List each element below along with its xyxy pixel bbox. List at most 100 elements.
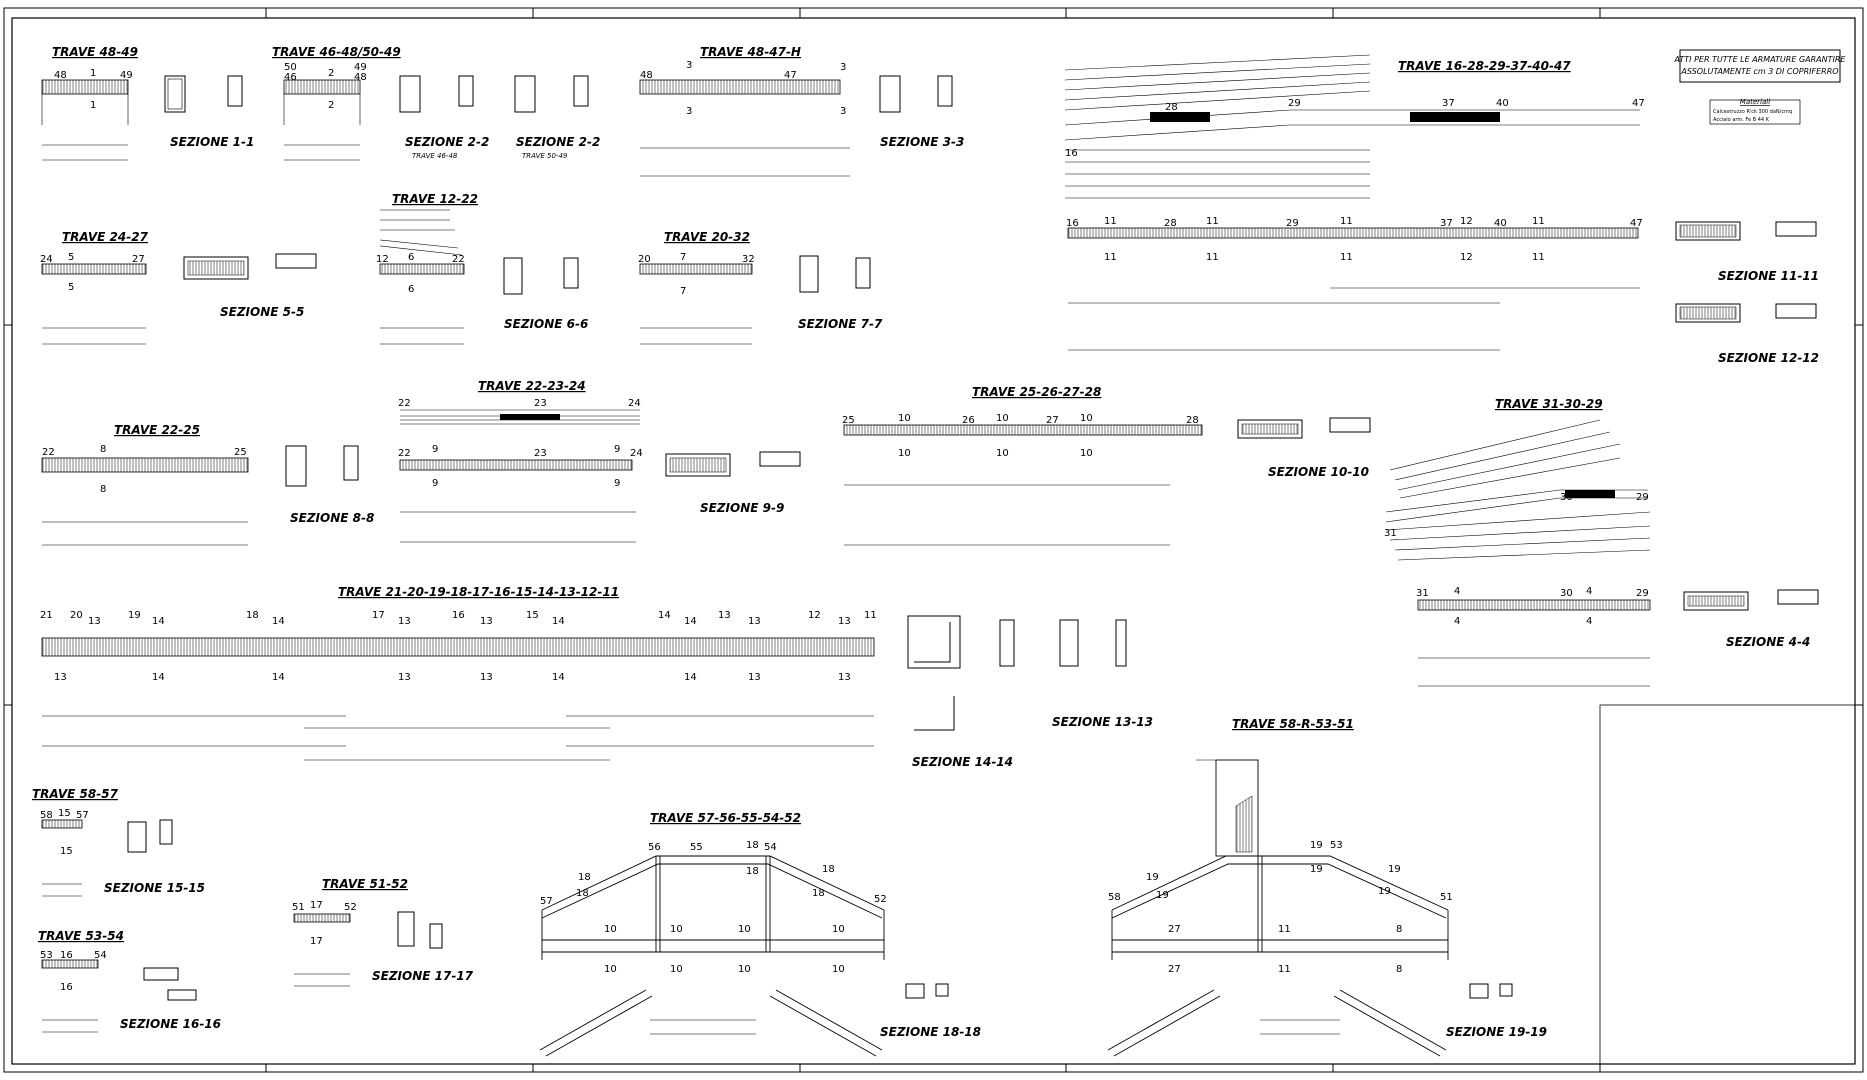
cut-label: 14 bbox=[684, 616, 697, 627]
node-label: 47 bbox=[1630, 218, 1643, 229]
node-label: 47 bbox=[1632, 98, 1645, 109]
node-label: 16 bbox=[1065, 148, 1078, 159]
node-label: 58 bbox=[40, 810, 53, 821]
cut-label: 19 bbox=[1388, 864, 1401, 875]
node-label: 29 bbox=[1288, 98, 1301, 109]
beam-title: TRAVE 12-22 bbox=[392, 192, 478, 206]
materials-title: Materiali bbox=[1740, 98, 1770, 106]
cut-label: 10 bbox=[898, 448, 911, 459]
beam-title: TRAVE 48-49 bbox=[52, 45, 138, 59]
cut-label: 13 bbox=[748, 672, 761, 683]
node-label: 11 bbox=[864, 610, 877, 621]
node-label: 25 bbox=[842, 415, 855, 426]
cut-label: 14 bbox=[152, 672, 165, 683]
cut-label: 11 bbox=[1206, 216, 1219, 227]
beam-20-32: TRAVE 20-32 20 32 7 7 SEZIONE 7-7 bbox=[638, 230, 883, 345]
cut-label: 10 bbox=[832, 924, 845, 935]
node-label: 54 bbox=[94, 950, 107, 961]
node-label: 22 bbox=[398, 448, 411, 459]
beam-title: TRAVE 51-52 bbox=[322, 877, 408, 891]
node-label: 54 bbox=[764, 842, 777, 853]
node-label: 15 bbox=[526, 610, 539, 621]
node-label: 47 bbox=[784, 70, 797, 81]
node-label: 30 bbox=[1560, 588, 1573, 599]
cut-label: 13 bbox=[88, 616, 101, 627]
node-label: 14 bbox=[658, 610, 671, 621]
cut-label: 10 bbox=[738, 924, 751, 935]
beam-title: TRAVE 24-27 bbox=[62, 230, 149, 244]
cut-label: 4 bbox=[1454, 616, 1460, 627]
cut-label: 8 bbox=[1396, 924, 1402, 935]
node-label: 49 bbox=[120, 70, 133, 81]
cut-label: 19 bbox=[1310, 864, 1323, 875]
beam-24-27: TRAVE 24-27 24 27 5 5 SEZIONE 5-5 bbox=[40, 230, 317, 345]
node-label: 40 bbox=[1496, 98, 1509, 109]
beam-16-28-29-37-40-47: TRAVE 16-28-29-37-40-47 28 29 37 40 47 1… bbox=[1064, 54, 1819, 365]
node-label: 32 bbox=[742, 254, 755, 265]
node-label: 52 bbox=[344, 902, 357, 913]
beam-58-57: TRAVE 58-57 58 15 57 15 SEZIONE 15-15 bbox=[32, 787, 205, 897]
node-label: 37 bbox=[1442, 98, 1455, 109]
cut-label: 18 bbox=[576, 888, 589, 899]
cut-label: 11 bbox=[1340, 252, 1353, 263]
section-title: SEZIONE 1-1 bbox=[170, 135, 254, 149]
cut-label: 9 bbox=[432, 444, 438, 455]
section-title: SEZIONE 5-5 bbox=[220, 305, 304, 319]
node-label: 48 bbox=[54, 70, 67, 81]
section-title: SEZIONE 13-13 bbox=[1052, 715, 1153, 729]
node-label: 37 bbox=[1440, 218, 1453, 229]
cut-label: 14 bbox=[272, 616, 285, 627]
node-label: 22 bbox=[42, 447, 55, 458]
materials-concrete: Calcestruzzo R'ck 300 daN/cmq bbox=[1713, 109, 1792, 115]
cut-label: 10 bbox=[996, 448, 1009, 459]
node-label: 12 bbox=[376, 254, 389, 265]
beam-22-23-24: TRAVE 22-23-24 22 23 24 22 23 24 9 9 9 9… bbox=[398, 379, 801, 543]
node-label: 17 bbox=[372, 610, 385, 621]
cut-label: 3 bbox=[840, 106, 846, 117]
cut-label: 8 bbox=[100, 484, 106, 495]
node-label: 20 bbox=[70, 610, 83, 621]
node-label: 57 bbox=[76, 810, 89, 821]
cut-label: 14 bbox=[272, 672, 285, 683]
section-title: SEZIONE 6-6 bbox=[504, 317, 588, 331]
cut-label: 9 bbox=[614, 478, 620, 489]
cut-label: 18 bbox=[578, 872, 591, 883]
node-label: 52 bbox=[874, 894, 887, 905]
node-label: 51 bbox=[292, 902, 305, 913]
cut-label: 4 bbox=[1586, 586, 1592, 597]
cut-label: 8 bbox=[100, 444, 106, 455]
cut-label: 11 bbox=[1278, 924, 1291, 935]
beam-48-49: TRAVE 48-49 48 49 1 1 SEZIONE 1-1 bbox=[41, 45, 254, 161]
node-label: 56 bbox=[648, 842, 661, 853]
cut-label: 13 bbox=[398, 616, 411, 627]
cut-label: 10 bbox=[898, 413, 911, 424]
cut-label: 2 bbox=[328, 68, 334, 79]
node-label: 24 bbox=[630, 448, 643, 459]
section-title: SEZIONE 4-4 bbox=[1726, 635, 1810, 649]
cut-label: 18 bbox=[812, 888, 825, 899]
cut-label: 11 bbox=[1532, 252, 1545, 263]
beam-58-r-53-51: TRAVE 58-R-53-51 58 53 51 19 19 19 19 19 bbox=[1107, 717, 1547, 1057]
beam-53-54: TRAVE 53-54 53 16 54 16 SEZIONE 16-16 bbox=[38, 929, 221, 1033]
cut-label: 3 bbox=[686, 106, 692, 117]
node-label: 46 bbox=[284, 72, 297, 83]
node-label: 28 bbox=[1165, 102, 1178, 113]
node-label: 28 bbox=[1186, 415, 1199, 426]
beam-22-25: TRAVE 22-25 22 25 8 8 SEZIONE 8-8 bbox=[41, 423, 374, 546]
cut-label: 4 bbox=[1454, 586, 1460, 597]
cut-label: 18 bbox=[822, 864, 835, 875]
beam-title: TRAVE 46-48/50-49 bbox=[272, 45, 401, 59]
cut-label: 16 bbox=[60, 950, 73, 961]
node-label: 58 bbox=[1108, 892, 1121, 903]
node-label: 16 bbox=[1066, 218, 1079, 229]
node-label: 28 bbox=[1164, 218, 1177, 229]
cut-label: 18 bbox=[746, 866, 759, 877]
cut-label: 13 bbox=[398, 672, 411, 683]
node-label: 29 bbox=[1636, 588, 1649, 599]
cut-label: 3 bbox=[840, 62, 846, 73]
cut-label: 7 bbox=[680, 286, 686, 297]
beam-21-to-11: TRAVE 21-20-19-18-17-16-15-14-13-12-11 2… bbox=[40, 585, 1153, 769]
cut-label: 19 bbox=[1378, 886, 1391, 897]
node-label: 13 bbox=[718, 610, 731, 621]
drawing-frame bbox=[3, 7, 1864, 1073]
